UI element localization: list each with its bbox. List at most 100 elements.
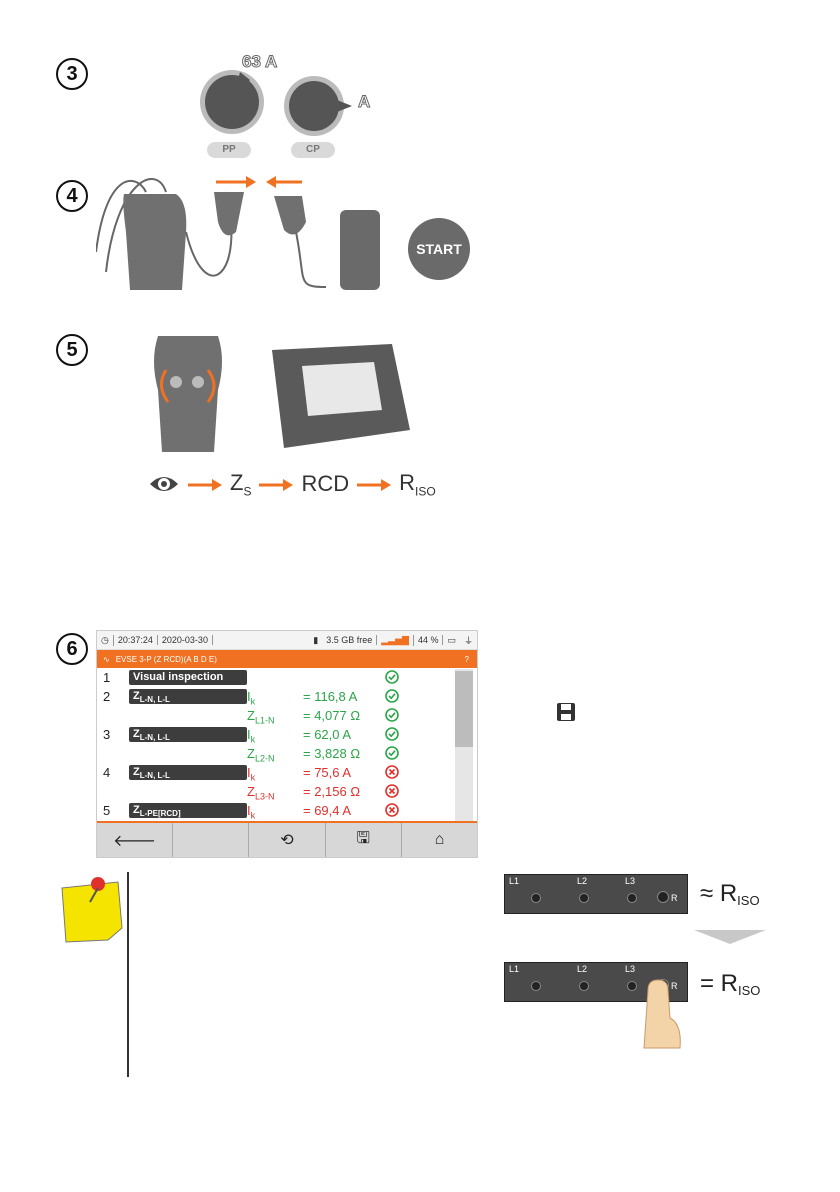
approx-riso-label: ≈ RISO xyxy=(700,880,760,908)
test-name-pill: ZL-N, L-L xyxy=(129,727,247,742)
empty-button[interactable] xyxy=(173,823,250,857)
flow-arrow-icon xyxy=(259,471,294,497)
result-label: ZL2-N xyxy=(247,746,275,764)
socket-panel-before: L1 L2 L3 R xyxy=(504,874,688,914)
down-arrow-icon xyxy=(694,930,766,944)
battery-text: 44 % xyxy=(414,635,444,645)
clock-icon: ◷ xyxy=(97,634,114,646)
finger-press-icon xyxy=(643,979,681,1049)
help-icon[interactable]: ? xyxy=(464,654,469,664)
save-button[interactable]: 🖫 xyxy=(326,823,402,857)
signal-icon: ▂▃▅▇ xyxy=(377,634,414,646)
row-number: 1 xyxy=(103,670,111,685)
l1-jack xyxy=(531,981,541,991)
l3-jack xyxy=(627,893,637,903)
cp-value-label: A xyxy=(357,92,371,112)
test-name-pill: ZL-N, L-L xyxy=(129,765,247,780)
result-value: = 62,0 A xyxy=(303,727,352,742)
l3-label: L3 xyxy=(625,964,636,974)
result-value: = 69,4 A xyxy=(303,803,352,818)
step-3-number: 3 xyxy=(56,58,88,90)
row-number: 5 xyxy=(103,803,111,818)
result-row[interactable]: ZL1-N= 4,077 Ω xyxy=(97,708,447,726)
result-label: Ik xyxy=(247,765,256,783)
r-label: R xyxy=(671,981,678,991)
pass-check-icon xyxy=(385,727,399,741)
home-icon: ⌂ xyxy=(434,831,445,848)
storage-text: 3.5 GB free xyxy=(322,635,378,645)
date-text: 2020-03-30 xyxy=(158,635,213,645)
l2-jack xyxy=(579,981,589,991)
flow-arrow-icon xyxy=(357,471,392,497)
eye-icon xyxy=(150,477,178,492)
flow-arrow-icon xyxy=(188,471,222,497)
result-value: = 2,156 Ω xyxy=(303,784,361,799)
screen-title: EVSE 3-P (Z RCD)(A B D E) xyxy=(115,654,217,664)
result-row[interactable]: 1 Visual inspection xyxy=(97,670,447,686)
note-pin-icon xyxy=(61,877,123,943)
row-number: 4 xyxy=(103,765,111,780)
pp-label: PP xyxy=(207,142,251,158)
row-number: 2 xyxy=(103,689,111,704)
time-text: 20:37:24 xyxy=(114,635,158,645)
zs-label: ZS xyxy=(230,470,252,499)
result-label: ZL1-N xyxy=(247,708,275,726)
equals-riso-label: = RISO xyxy=(700,970,761,998)
scrollbar[interactable] xyxy=(455,669,473,823)
riso-label: RISO xyxy=(399,470,436,499)
result-value: = 116,8 A xyxy=(303,689,358,704)
sd-card-icon: ▮ xyxy=(313,634,319,645)
test-name-pill: ZL-PE[RCD] xyxy=(129,803,247,818)
note-divider xyxy=(127,872,129,1077)
step-5-number: 5 xyxy=(56,334,88,366)
back-icon: 🡐 xyxy=(113,832,157,850)
result-label: Ik xyxy=(247,689,256,707)
screen-titlebar: ∿ EVSE 3-P (Z RCD)(A B D E) ? xyxy=(97,650,477,668)
scrollbar-thumb[interactable] xyxy=(455,671,473,747)
result-row[interactable]: ZL3-N = 2,156 Ω xyxy=(97,784,447,802)
status-bar: ◷ 20:37:24 2020-03-30 ▮ 3.5 GB free ▂▃▅▇… xyxy=(97,631,477,650)
pass-check-icon xyxy=(385,708,399,722)
l1-label: L1 xyxy=(509,876,520,886)
pass-check-icon xyxy=(385,689,399,703)
meter-device-illustration xyxy=(272,344,410,448)
wave-icon: ∿ xyxy=(103,654,110,664)
start-button-icon: START xyxy=(408,218,470,280)
l1-jack xyxy=(531,893,541,903)
l2-label: L2 xyxy=(577,876,588,886)
test-name-pill: ZL-N, L-L xyxy=(129,689,247,704)
result-value: = 75,6 A xyxy=(303,765,352,780)
save-icon xyxy=(557,703,575,721)
pp-value-label: 63 A xyxy=(241,52,278,72)
adapter-rotate-illustration xyxy=(154,336,222,452)
result-label: Ik xyxy=(247,727,256,745)
test-name-pill: Visual inspection xyxy=(129,670,247,685)
step-6-number: 6 xyxy=(56,633,88,665)
pass-check-icon xyxy=(385,670,399,684)
l2-label: L2 xyxy=(577,964,588,974)
measurement-flow: ZS RCD RISO xyxy=(148,470,436,498)
home-button[interactable]: ⌂ xyxy=(402,823,477,857)
fail-cross-icon xyxy=(385,765,399,779)
result-row[interactable]: ZL2-N = 3,828 Ω xyxy=(97,746,447,764)
l3-label: L3 xyxy=(625,876,636,886)
rcd-label: RCD xyxy=(301,471,350,497)
l3-jack xyxy=(627,981,637,991)
meter-screen: ◷ 20:37:24 2020-03-30 ▮ 3.5 GB free ▂▃▅▇… xyxy=(96,630,478,858)
refresh-icon: ⟲ xyxy=(280,832,294,849)
r-button xyxy=(657,891,669,903)
adapter-connection-illustration xyxy=(96,176,380,290)
cp-knob-icon xyxy=(284,76,352,136)
result-value: = 3,828 Ω xyxy=(303,746,361,761)
refresh-button[interactable]: ⟲ xyxy=(249,823,326,857)
fail-cross-icon xyxy=(385,784,399,798)
result-label: ZL3-N xyxy=(247,784,275,802)
battery-icon: ▭ xyxy=(447,634,456,645)
pass-check-icon xyxy=(385,746,399,760)
back-button[interactable]: 🡐 xyxy=(97,823,174,857)
